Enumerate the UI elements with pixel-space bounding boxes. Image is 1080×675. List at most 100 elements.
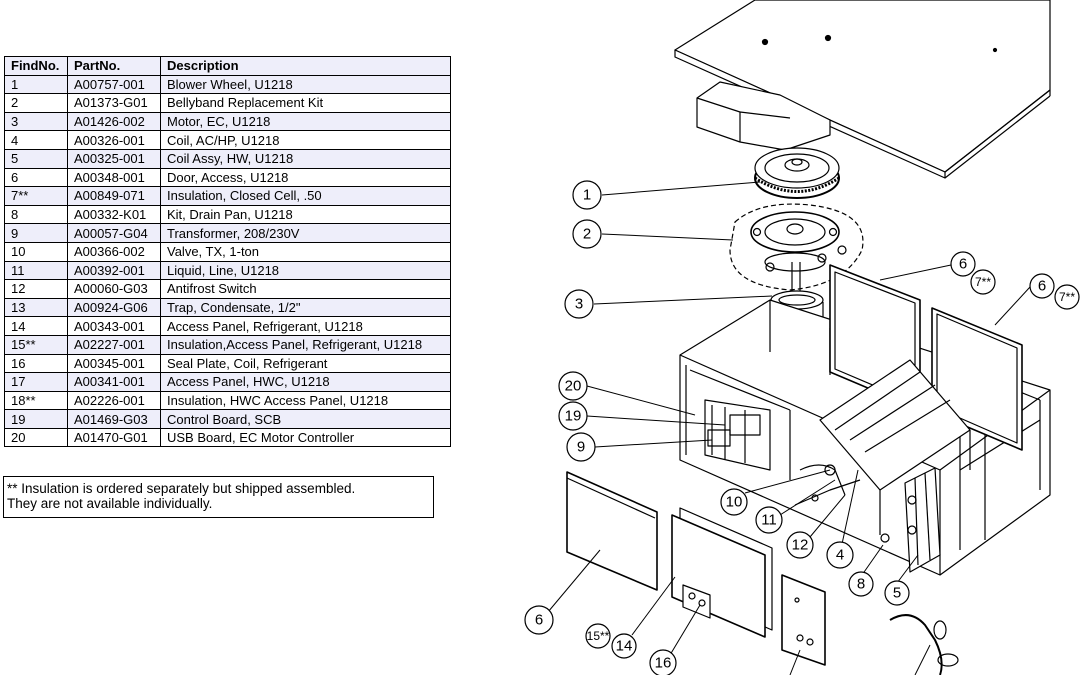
part-no-cell: A02227-001 [67, 334, 161, 355]
note-line-1: ** Insulation is ordered separately but … [7, 481, 356, 496]
find-no-cell: 5 [4, 148, 68, 169]
callout-10: 9 [566, 432, 596, 462]
part-no-cell: A00366-002 [67, 241, 161, 262]
callout-label: 2 [583, 226, 591, 243]
callout-7: 7** [1054, 284, 1080, 310]
callout-label: 7** [1059, 290, 1075, 304]
description-cell: Motor, EC, U1218 [160, 111, 451, 132]
find-no-cell: 20 [4, 427, 68, 448]
description-cell: Insulation,Access Panel, Refrigerant, U1… [160, 334, 451, 355]
find-no-cell: 18** [4, 390, 68, 411]
description-cell: Access Panel, Refrigerant, U1218 [160, 316, 451, 336]
callout-circle [558, 371, 588, 401]
part-no-cell: A00341-001 [67, 372, 161, 392]
callout-8: 20 [558, 371, 588, 401]
callout-label: 10 [726, 494, 743, 511]
callout-19: 14 [611, 633, 637, 659]
callout-12: 11 [755, 506, 783, 534]
hwc-access-panel [781, 574, 826, 666]
callout-label: 19 [565, 408, 582, 425]
part-no-cell: A00326-001 [67, 130, 161, 150]
callout-circle [1054, 284, 1080, 310]
part-no-cell: A00343-001 [67, 316, 161, 336]
callout-label: 1 [583, 187, 591, 204]
callout-label: 11 [761, 512, 777, 529]
callout-circle [884, 580, 910, 606]
callout-circle [572, 219, 602, 249]
part-no-cell: A00757-001 [67, 74, 161, 95]
part-no-cell: A00060-G03 [67, 279, 161, 299]
callout-label: 5 [893, 585, 901, 602]
callout-circle [970, 269, 996, 295]
description-cell: Transformer, 208/230V [160, 223, 451, 243]
control-board-area [704, 399, 771, 471]
callout-circle [848, 571, 874, 597]
header-part-no: PartNo. [67, 56, 161, 76]
find-no-cell: 1 [4, 74, 68, 95]
callout-17: 6 [524, 605, 554, 635]
part-no-cell: A01470-G01 [67, 427, 161, 448]
callout-label: 6 [535, 612, 543, 629]
part-no-cell: A00924-G06 [67, 297, 161, 318]
part-no-cell: A00332-K01 [67, 204, 161, 225]
leader-lines [547, 181, 1031, 675]
description-cell: Insulation, Closed Cell, .50 [160, 186, 451, 206]
part-no-cell: A01469-G03 [67, 409, 161, 429]
description-cell: Access Panel, HWC, U1218 [160, 372, 451, 392]
callout-circle [720, 488, 748, 516]
callout-label: 6 [1038, 278, 1046, 295]
find-no-cell: 14 [4, 316, 68, 336]
callout-15: 8 [848, 571, 874, 597]
callout-circle [564, 289, 594, 319]
part-no-cell: A01373-G01 [67, 93, 161, 113]
hw-coil [904, 467, 941, 573]
description-cell: Door, Access, U1218 [160, 167, 451, 188]
callout-circle [566, 432, 596, 462]
callout-6: 6 [1029, 273, 1055, 299]
refrigerant-lines [794, 464, 861, 506]
callout-5: 7** [970, 269, 996, 295]
callout-13: 12 [786, 531, 814, 559]
part-no-cell: A00392-001 [67, 260, 161, 281]
callout-circle [572, 180, 602, 210]
callout-2: 2 [572, 219, 602, 249]
find-no-cell: 12 [4, 279, 68, 299]
callout-circle [611, 633, 637, 659]
condensate-trap [889, 614, 959, 675]
part-no-cell: A00325-001 [67, 148, 161, 169]
note-line-2: They are not available individually. [7, 496, 213, 511]
callout-label: 12 [792, 537, 809, 554]
callout-9: 19 [558, 401, 588, 431]
description-cell: Liquid, Line, U1218 [160, 260, 451, 281]
description-cell: Bellyband Replacement Kit [160, 93, 451, 113]
callout-11: 10 [720, 488, 748, 516]
header-description: Description [160, 56, 451, 76]
find-no-cell: 8 [4, 204, 68, 225]
parts-table-header: FindNo. PartNo. Description [4, 56, 451, 76]
callout-14: 4 [826, 541, 854, 569]
callout-18: 15** [585, 623, 611, 649]
callout-16: 5 [884, 580, 910, 606]
callout-label: 8 [857, 576, 865, 593]
callout-circle [649, 649, 677, 675]
part-no-cell: A00849-071 [67, 186, 161, 206]
description-cell: Coil Assy, HW, U1218 [160, 148, 451, 169]
